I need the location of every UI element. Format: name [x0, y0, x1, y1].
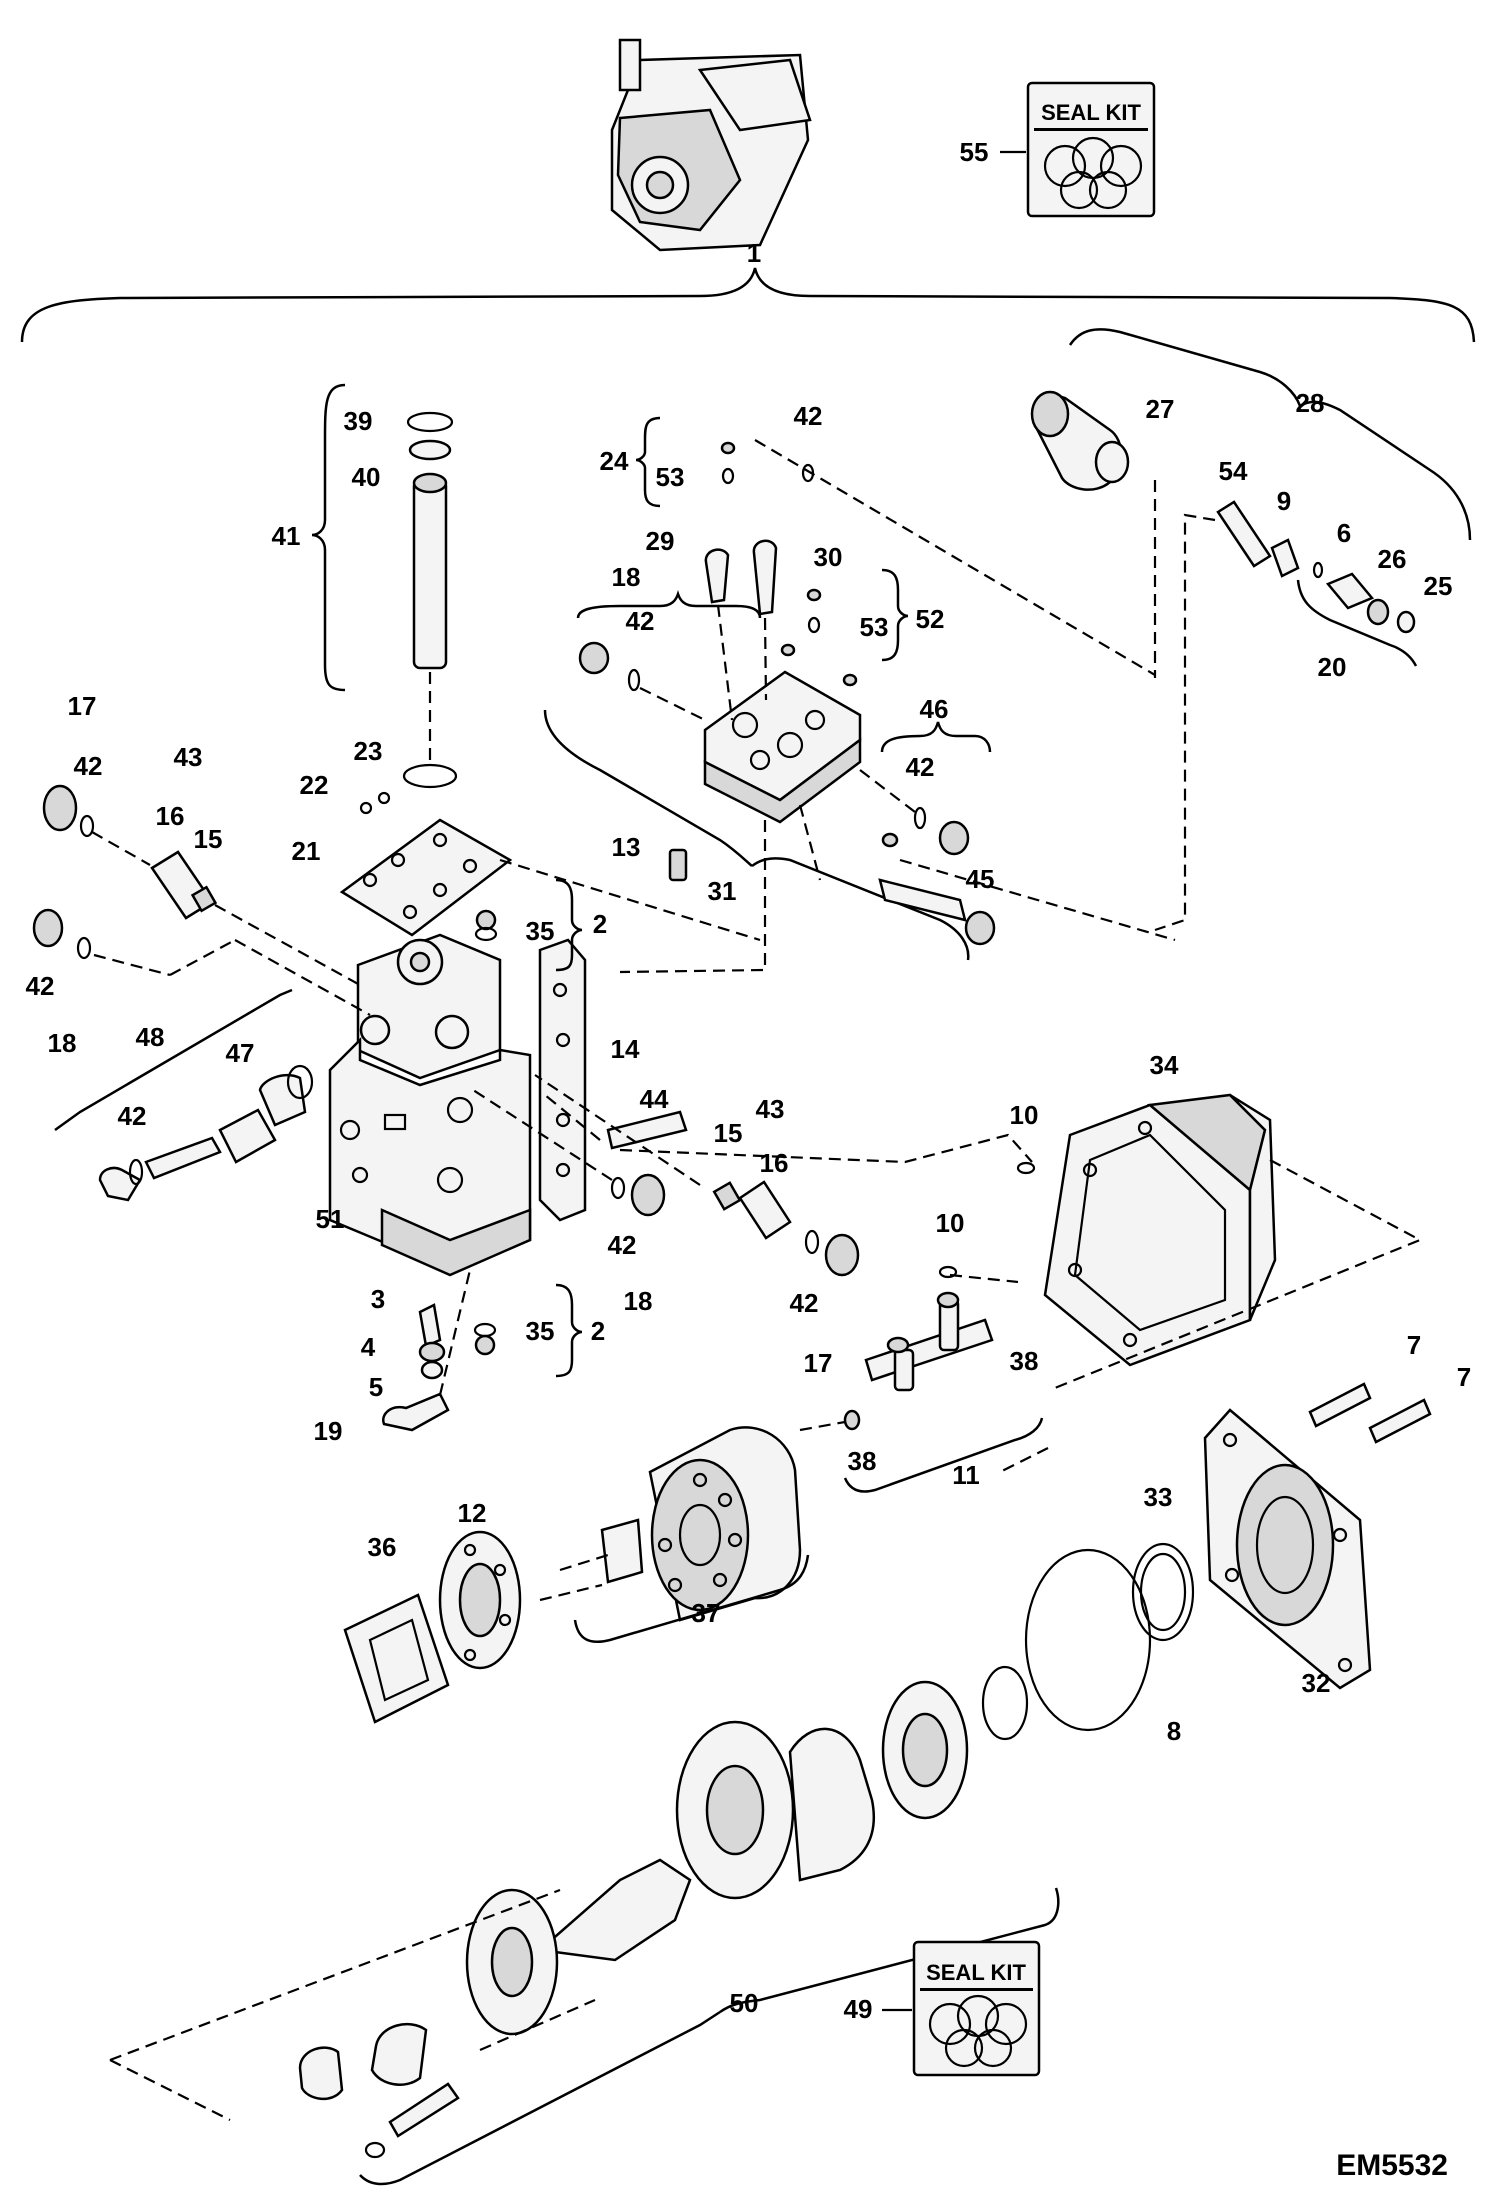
part-label-l21: 21 — [292, 836, 321, 866]
part-label-l19: 19 — [314, 1416, 343, 1446]
part-label-l2b: 2 — [591, 1316, 605, 1346]
part-label-l55: 55 — [960, 137, 989, 167]
part-label-l44: 44 — [640, 1084, 669, 1114]
part-label-l42c: 42 — [74, 751, 103, 781]
part-label-l38b: 38 — [848, 1446, 877, 1476]
part-label-l8: 8 — [1167, 1716, 1181, 1746]
part-label-l16a: 16 — [156, 801, 185, 831]
part-label-l27: 27 — [1146, 394, 1175, 424]
part-label-l54: 54 — [1219, 456, 1248, 486]
part-label-l42h: 42 — [790, 1288, 819, 1318]
part-label-l37: 37 — [692, 1598, 721, 1628]
part-label-l14: 14 — [611, 1034, 640, 1064]
part-label-l12: 12 — [458, 1498, 487, 1528]
part-label-l51: 51 — [316, 1204, 345, 1234]
part-label-l13: 13 — [612, 832, 641, 862]
part-label-l23: 23 — [354, 736, 383, 766]
part-label-l15b: 15 — [714, 1118, 743, 1148]
part-label-l34: 34 — [1150, 1050, 1179, 1080]
part-label-l20: 20 — [1318, 652, 1347, 682]
part-label-l50: 50 — [730, 1988, 759, 2018]
drive-shaft — [537, 1858, 692, 1962]
valve-plate — [343, 1593, 450, 1724]
part-label-l22: 22 — [300, 770, 329, 800]
part-label-l10a: 10 — [1010, 1100, 1039, 1130]
part-label-l29: 29 — [646, 526, 675, 556]
assembly-brace — [20, 267, 1476, 343]
part-label-l2a: 2 — [593, 909, 607, 939]
part-label-l33: 33 — [1144, 1482, 1173, 1512]
part-label-l4: 4 — [361, 1332, 376, 1362]
part-label-l42d: 42 — [906, 752, 935, 782]
part-label-l5: 5 — [369, 1372, 383, 1402]
part-label-l25: 25 — [1424, 571, 1453, 601]
part-label-l49: 49 — [844, 1994, 873, 2024]
part-label-l17b: 17 — [804, 1348, 833, 1378]
part-label-l18a: 18 — [612, 562, 641, 592]
reference-code: EM5532 — [1336, 2149, 1448, 2182]
part-label-l35a: 35 — [526, 916, 555, 946]
part-label-l30: 30 — [814, 542, 843, 572]
seal-kit-title: SEAL KIT — [1041, 100, 1141, 125]
cover-plate — [339, 818, 513, 937]
part-label-l43a: 43 — [174, 742, 203, 772]
part-label-l48: 48 — [136, 1022, 165, 1052]
part-label-l7b: 7 — [1457, 1362, 1471, 1392]
part-label-l42a: 42 — [794, 401, 823, 431]
part-label-l38a: 38 — [1010, 1346, 1039, 1376]
part-label-l40: 40 — [352, 462, 381, 492]
seal-kit-49: SEAL KIT — [882, 1940, 1041, 2077]
complete-pump-illustration — [610, 38, 812, 252]
part-label-l42f: 42 — [118, 1101, 147, 1131]
part-label-l6: 6 — [1337, 518, 1351, 548]
part-label-l39: 39 — [344, 406, 373, 436]
part-label-l42e: 42 — [26, 971, 55, 1001]
main-housing — [328, 933, 532, 1277]
part-label-l7a: 7 — [1407, 1330, 1421, 1360]
end-cover — [1203, 1408, 1372, 1690]
part-label-l31: 31 — [708, 876, 737, 906]
part-label-l18b: 18 — [48, 1028, 77, 1058]
part-label-l10b: 10 — [936, 1208, 965, 1238]
part-label-l36: 36 — [368, 1532, 397, 1562]
part-label-l46: 46 — [920, 694, 949, 724]
gasket — [538, 938, 587, 1222]
part-label-l18c: 18 — [624, 1286, 653, 1316]
part-label-l3: 3 — [371, 1284, 385, 1314]
adapter-housing — [1043, 1093, 1277, 1367]
part-label-l41: 41 — [272, 521, 301, 551]
seal-kit-55: SEAL KIT — [1000, 81, 1156, 218]
part-label-l53a: 53 — [656, 462, 685, 492]
part-label-l53b: 53 — [860, 612, 889, 642]
part-label-l11: 11 — [952, 1460, 980, 1490]
part-label-l17a: 17 — [68, 691, 97, 721]
part-label-l47: 47 — [226, 1038, 255, 1068]
part-label-l42g: 42 — [608, 1230, 637, 1260]
part-label-l32: 32 — [1302, 1668, 1331, 1698]
seal-kit-title-2: SEAL KIT — [926, 1960, 1026, 1985]
part-label-l9: 9 — [1277, 486, 1291, 516]
part-label-l42b: 42 — [626, 606, 655, 636]
part-label-l45: 45 — [966, 864, 995, 894]
part-label-l16b: 16 — [760, 1148, 789, 1178]
part-label-l28: 28 — [1296, 388, 1325, 418]
part-label-l24: 24 — [600, 446, 629, 476]
part-label-l26: 26 — [1378, 544, 1407, 574]
o-ring — [1024, 1548, 1152, 1732]
part-label-l43b: 43 — [756, 1094, 785, 1124]
part-label-l35b: 35 — [526, 1316, 555, 1346]
part-label-l52: 52 — [916, 604, 945, 634]
part-label-l1: 1 — [747, 238, 761, 268]
part-label-l15a: 15 — [194, 824, 223, 854]
